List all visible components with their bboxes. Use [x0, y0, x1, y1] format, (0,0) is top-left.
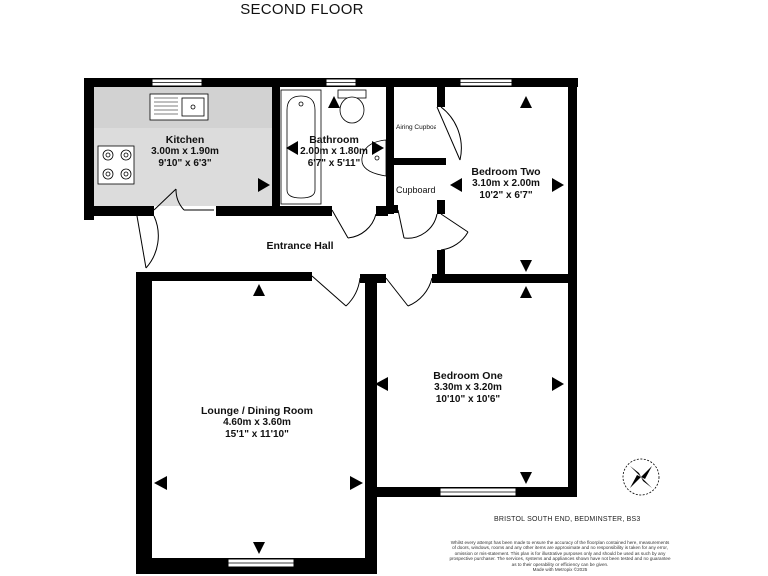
- kitchen-metric: 3.00m x 1.90m: [151, 146, 219, 157]
- bathroom-metric: 2.00m x 1.80m: [300, 146, 368, 157]
- compass-icon: [622, 458, 660, 496]
- bedroom-one-name: Bedroom One: [433, 370, 503, 382]
- kitchen-imperial: 9'10" x 6'3": [158, 158, 212, 169]
- lounge-imperial: 15'1" x 11'10": [225, 429, 289, 440]
- bedroom-one-label: Bedroom One 3.30m x 3.20m 10'10" x 10'6": [408, 370, 528, 406]
- bathroom-name: Bathroom: [309, 134, 359, 146]
- bedroom-one-metric: 3.30m x 3.20m: [434, 382, 502, 393]
- property-address: BRISTOL SOUTH END, BEDMINSTER, BS3: [494, 516, 641, 523]
- disclaimer-line: Made with Metropix ©2025: [532, 567, 588, 573]
- bathroom-label: Bathroom 2.00m x 1.80m 6'7" x 5'11": [282, 134, 386, 170]
- bathroom-imperial: 6'7" x 5'11": [307, 158, 361, 169]
- disclaimer: Whilst every attempt has been made to en…: [430, 540, 690, 572]
- disclaimer-line: of doors, windows, rooms and any other i…: [452, 545, 668, 551]
- window-lines: [152, 82, 516, 564]
- disclaimer-line: as to their operability or efficiency ca…: [511, 561, 609, 567]
- bedroom-two-imperial: 10'2" x 6'7": [479, 190, 533, 201]
- bedroom-two-metric: 3.10m x 2.00m: [472, 178, 540, 189]
- disclaimer-line: prospective purchaser. The services, sys…: [449, 556, 671, 562]
- disclaimer-line: Whilst every attempt has been made to en…: [450, 540, 670, 545]
- bedroom-two-label: Bedroom Two 3.10m x 2.00m 10'2" x 6'7": [446, 166, 566, 202]
- disclaimer-line: omission or mis-statement. This plan is …: [454, 550, 666, 556]
- entrance-hall-name: Entrance Hall: [266, 240, 334, 252]
- kitchen-label: Kitchen 3.00m x 1.90m 9'10" x 6'3": [110, 134, 260, 170]
- floor-title: SECOND FLOOR: [240, 1, 364, 18]
- kitchen-name: Kitchen: [165, 134, 205, 146]
- entrance-hall-label: Entrance Hall: [240, 240, 360, 252]
- lounge-name: Lounge / Dining Room: [201, 405, 313, 417]
- bedroom-two-name: Bedroom Two: [471, 166, 541, 178]
- door-swing-icon: [136, 106, 469, 307]
- dimension-arrow-icon: [154, 96, 564, 554]
- bath-icon: [280, 89, 322, 205]
- cupboard-label: Cupboard: [396, 185, 436, 195]
- sink-icon: [149, 93, 209, 121]
- lounge-metric: 4.60m x 3.60m: [223, 417, 291, 428]
- lounge-label: Lounge / Dining Room 4.60m x 3.60m 15'1"…: [182, 405, 332, 441]
- toilet-icon: [337, 89, 367, 124]
- bedroom-one-imperial: 10'10" x 10'6": [435, 394, 501, 405]
- airing-cupboard-label: Airing Cupboard: [396, 124, 436, 131]
- hob-icon: [97, 145, 135, 185]
